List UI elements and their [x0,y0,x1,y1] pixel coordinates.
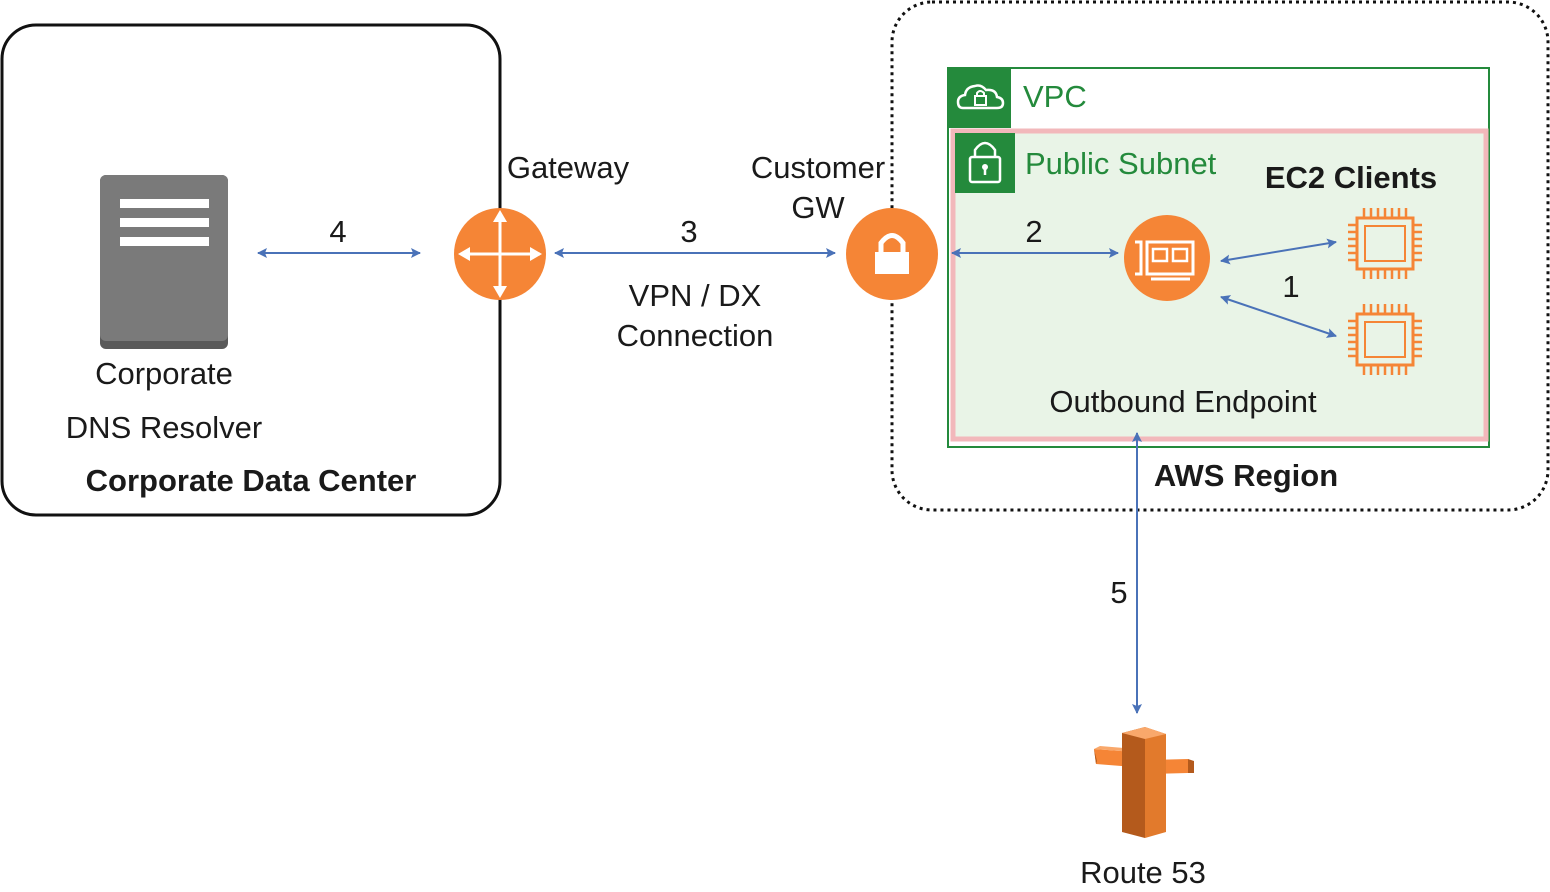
arrow-step-1b [1220,295,1337,338]
flow-arrows [257,238,1337,714]
vpn-dx-label-1: VPN / DX [629,278,762,313]
outbound-endpoint-label: Outbound Endpoint [1049,384,1317,419]
customer-gw-label-1: Customer [751,150,885,185]
public-subnet-label: Public Subnet [1025,146,1217,181]
public-subnet-box [950,128,1489,442]
vpn-dx-label-2: Connection [617,318,774,353]
step-1-label: 1 [1282,269,1299,304]
route53-icon [1094,727,1194,838]
aws-region-label: AWS Region [1154,458,1338,493]
router-icon [454,208,546,300]
step-2-label: 2 [1025,214,1042,249]
gateway-label: Gateway [507,150,630,185]
route53-label: Route 53 [1080,855,1206,890]
lock-icon [846,208,938,300]
ec2-instance-icon [1348,208,1422,279]
corporate-resolver-label-2: DNS Resolver [66,410,262,445]
corporate-resolver-label-1: Corporate [95,356,233,391]
step-4-label: 4 [329,214,346,249]
network-interface-icon [1124,215,1210,301]
step-3-label: 3 [680,214,697,249]
ec2-instance-icon [1348,304,1422,375]
ec2-clients-label: EC2 Clients [1265,160,1437,195]
padlock-icon [955,133,1015,193]
arrow-step-1a [1220,238,1337,265]
vpc-label: VPC [1023,79,1087,114]
cloud-lock-icon [948,68,1011,128]
corporate-data-center-label: Corporate Data Center [86,463,417,498]
server-icon [100,175,228,349]
customer-gw-label-2: GW [791,190,845,225]
step-5-label: 5 [1110,575,1127,610]
